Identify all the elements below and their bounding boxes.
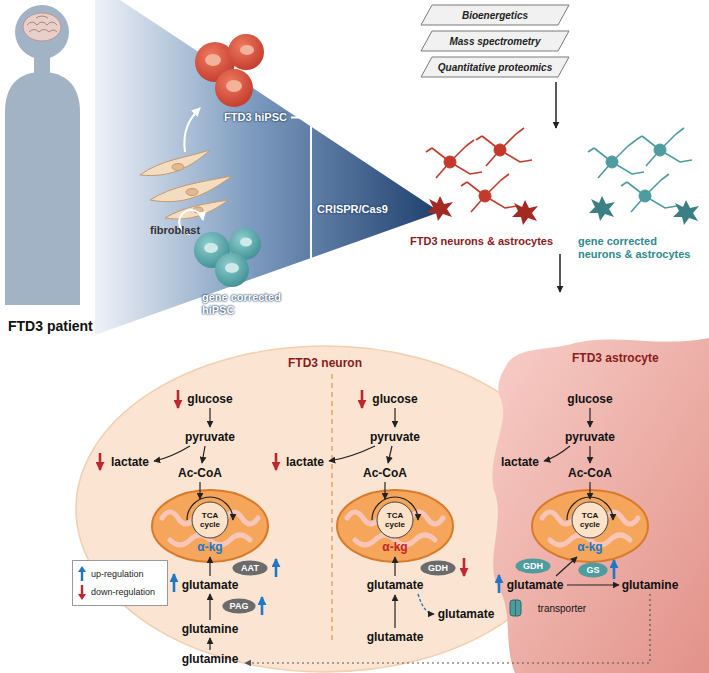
reprogram-arrow xyxy=(184,108,200,152)
node-text: GDH xyxy=(523,561,543,571)
enzyme-oval: GS xyxy=(578,562,608,578)
enzyme-oval: GDH xyxy=(515,558,551,574)
node-text: TCA cycle xyxy=(195,511,225,529)
legend-box: up-regulation down-regulation xyxy=(72,560,168,606)
node-text: FTD3 hiPSC xyxy=(224,111,287,124)
edge-arrow xyxy=(291,118,311,305)
node-text: FTD3 neuron xyxy=(288,356,362,370)
flow-arrow xyxy=(559,254,561,292)
enzyme-oval: PAG xyxy=(222,598,256,614)
fibroblast-cells xyxy=(140,150,232,219)
caption-label: gene corrected neurons & astrocytes xyxy=(578,235,700,261)
edge-label: CRISPR/Cas9 xyxy=(317,203,388,215)
corrected-hipsc-cells xyxy=(179,210,261,287)
node-text: Bioenergetics xyxy=(462,10,528,21)
node-text: Quantitative proteomics xyxy=(438,62,552,73)
node-text: GDH xyxy=(428,563,448,573)
legend-arrow xyxy=(77,566,87,582)
method-layer: Bioenergetics xyxy=(420,4,570,26)
caption-label: fibroblast xyxy=(150,224,200,237)
mitochondrion: TCA cycle xyxy=(335,488,455,564)
legend-text: up-regulation xyxy=(91,569,144,579)
caption-label: FTD3 neurons & astrocytes xyxy=(410,235,553,248)
legend-arrow xyxy=(77,584,87,600)
enzyme-oval: GDH xyxy=(420,560,456,576)
legend-item: down-regulation xyxy=(77,583,163,601)
method-layer: Mass spectrometry xyxy=(420,30,570,52)
mitochondrion: TCA cycle xyxy=(530,488,650,564)
mitochondrion: TCA cycle xyxy=(150,488,270,564)
node-text: Mass spectrometry xyxy=(449,36,540,47)
cell-label: gene corrected hiPSC xyxy=(200,290,296,318)
patient-figure xyxy=(5,5,80,305)
node-text: FTD3 astrocyte xyxy=(572,351,659,365)
enzyme-oval: AAT xyxy=(232,560,268,576)
ftd3-neurons-astrocytes xyxy=(426,128,538,225)
caption-label: FTD3 patient xyxy=(8,318,93,334)
node-text: PAG xyxy=(230,601,249,611)
legend-item: up-regulation xyxy=(77,565,163,583)
cell-label: FTD3 hiPSC xyxy=(222,110,289,125)
flow-arrow xyxy=(555,82,557,128)
node-text: gene corrected hiPSC xyxy=(202,291,294,317)
node-text: TCA cycle xyxy=(575,511,605,529)
corrected-neurons-astrocytes xyxy=(588,128,699,225)
node-text: GS xyxy=(586,565,599,575)
legend-text: down-regulation xyxy=(91,587,155,597)
node-text: TCA cycle xyxy=(380,511,410,529)
process-wedge xyxy=(95,0,440,335)
hipsc-cells xyxy=(182,20,264,107)
method-layer: Quantitative proteomics xyxy=(420,56,570,78)
node-text: AAT xyxy=(241,563,259,573)
astrocyte-cell: FTD3 astrocyteTCA cycleGDH GS xyxy=(497,340,709,673)
